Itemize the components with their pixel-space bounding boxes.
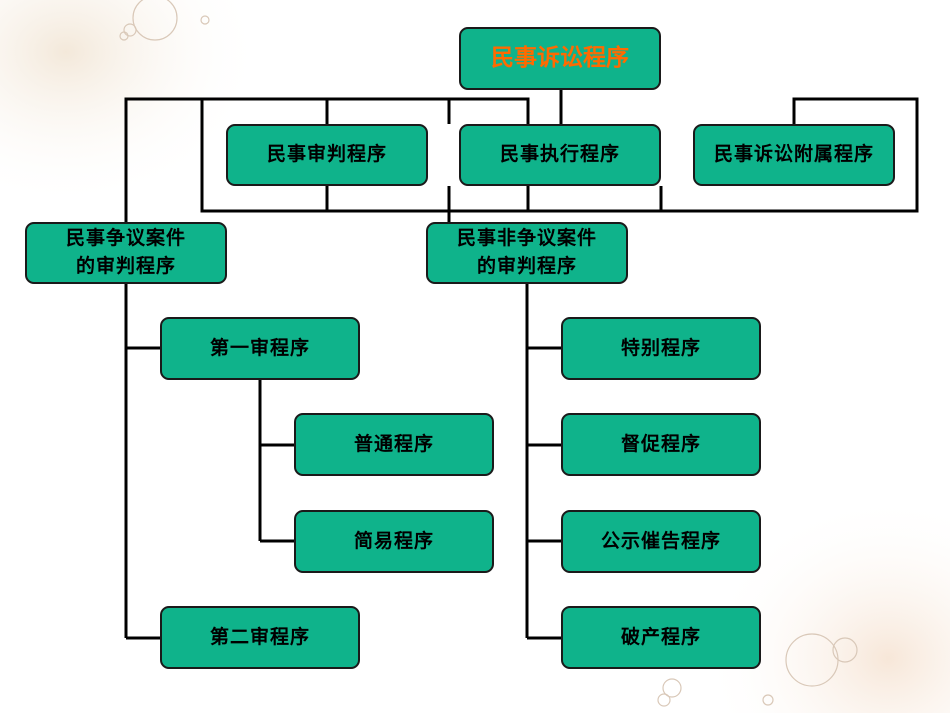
node-label: 民事争议案件 的审判程序 bbox=[65, 227, 186, 277]
node-supervision-procedure: 督促程序 bbox=[561, 413, 761, 476]
node-label: 简易程序 bbox=[353, 529, 434, 552]
node-label: 民事审判程序 bbox=[266, 143, 387, 166]
node-label: 破产程序 bbox=[620, 625, 701, 648]
node-label: 第二审程序 bbox=[209, 625, 310, 648]
node-public-notice-procedure: 公示催告程序 bbox=[561, 510, 761, 573]
node-special-procedure: 特别程序 bbox=[561, 317, 761, 380]
node-label: 公示催告程序 bbox=[600, 529, 721, 552]
node-ordinary-procedure: 普通程序 bbox=[294, 413, 494, 476]
node-trial-procedure: 民事审判程序 bbox=[226, 124, 428, 186]
node-execution-procedure: 民事执行程序 bbox=[459, 124, 661, 186]
node-ancillary-procedure: 民事诉讼附属程序 bbox=[693, 124, 895, 186]
node-second-instance: 第二审程序 bbox=[160, 606, 360, 669]
node-bankruptcy-procedure: 破产程序 bbox=[561, 606, 761, 669]
node-label: 第一审程序 bbox=[209, 336, 310, 359]
node-label: 民事诉讼程序 bbox=[491, 44, 629, 71]
node-civil-procedure-root: 民事诉讼程序 bbox=[459, 27, 661, 90]
node-label: 督促程序 bbox=[620, 432, 701, 455]
node-simplified-procedure: 简易程序 bbox=[294, 510, 494, 573]
node-label: 民事诉讼附属程序 bbox=[713, 143, 874, 166]
node-contentious-cases: 民事争议案件 的审判程序 bbox=[25, 222, 227, 284]
node-label: 特别程序 bbox=[620, 336, 701, 359]
node-label: 民事执行程序 bbox=[499, 143, 620, 166]
node-label: 民事非争议案件 的审判程序 bbox=[456, 227, 597, 277]
node-label: 普通程序 bbox=[353, 432, 434, 455]
node-first-instance: 第一审程序 bbox=[160, 317, 360, 380]
node-noncontentious-cases: 民事非争议案件 的审判程序 bbox=[426, 222, 628, 284]
